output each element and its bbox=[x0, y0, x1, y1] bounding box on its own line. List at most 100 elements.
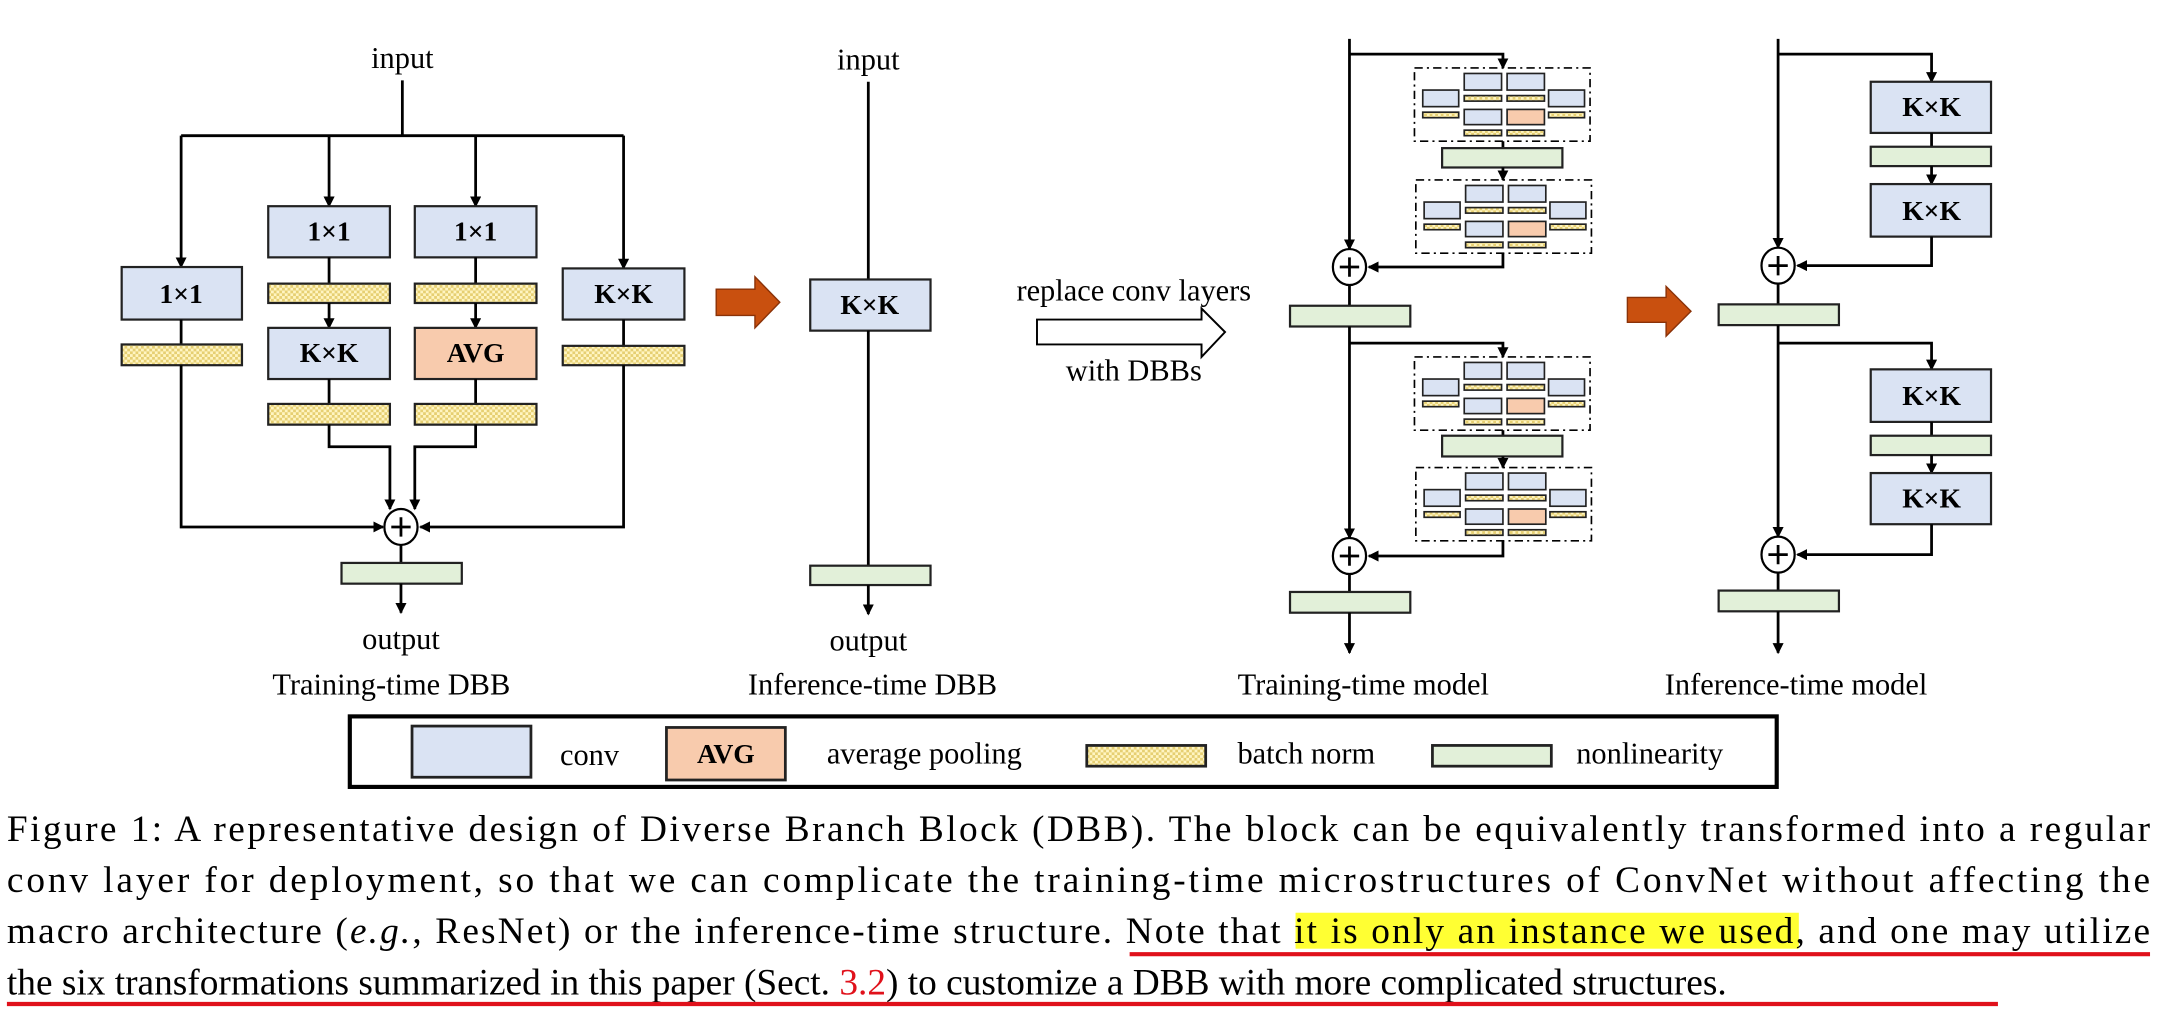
mini-batch-norm-box bbox=[1507, 241, 1547, 249]
arrow bbox=[1367, 253, 1505, 273]
mini-conv-box bbox=[1507, 184, 1547, 203]
batch-norm-box bbox=[267, 282, 392, 305]
conv-label: K×K bbox=[1902, 380, 1961, 411]
conv-box bbox=[413, 205, 538, 259]
arrow bbox=[1796, 524, 1933, 561]
batch-norm-box bbox=[561, 344, 686, 367]
mini-conv-box bbox=[1464, 508, 1504, 526]
training-model-title: Training-time model bbox=[1238, 668, 1489, 702]
mini-conv-box bbox=[1549, 201, 1587, 220]
mini-conv-box bbox=[1547, 89, 1586, 108]
conv-label: 1×1 bbox=[159, 278, 202, 309]
mini-batch-norm-box bbox=[1506, 383, 1546, 391]
caption-text: macro architecture ( bbox=[7, 911, 348, 952]
conv-label: K×K bbox=[300, 337, 359, 368]
caption-highlighted: it is only an instance we used, bbox=[1294, 911, 1805, 952]
nonlinearity-box bbox=[1288, 590, 1412, 614]
mini-conv-box bbox=[1549, 488, 1587, 508]
caption-text: the six transformations summarized in th… bbox=[7, 962, 839, 1003]
mini-batch-norm-box bbox=[1506, 129, 1546, 137]
arrow bbox=[418, 365, 625, 533]
arrow bbox=[179, 365, 385, 533]
mini-batch-norm-box bbox=[1464, 528, 1504, 537]
connector-line bbox=[1339, 546, 1360, 566]
arrow bbox=[1796, 236, 1933, 272]
conv-box bbox=[1869, 471, 1993, 526]
avg-label: AVG bbox=[447, 337, 505, 368]
output-label: output bbox=[362, 622, 440, 656]
mini-batch-norm-box bbox=[1507, 494, 1547, 502]
caption-italic: e.g. bbox=[350, 911, 410, 952]
arrow bbox=[1367, 540, 1505, 562]
caption-text: Note that bbox=[1126, 911, 1292, 952]
hollow-arrow-icon bbox=[1036, 306, 1227, 360]
batch-norm-box bbox=[413, 402, 538, 426]
legend-nonlin-label: nonlinearity bbox=[1576, 737, 1724, 771]
transform-arrow-icon bbox=[715, 275, 781, 330]
connector-line bbox=[1339, 257, 1360, 277]
mini-avg-pool-box bbox=[1506, 397, 1546, 415]
conv-label: K×K bbox=[1902, 482, 1961, 513]
conv-label: K×K bbox=[1902, 195, 1961, 226]
mini-batch-norm-box bbox=[1464, 494, 1504, 502]
mini-batch-norm-box bbox=[1463, 418, 1503, 426]
mini-batch-norm-box bbox=[1507, 528, 1547, 537]
connector-line bbox=[181, 80, 624, 138]
mini-conv-box bbox=[1463, 397, 1503, 415]
arrow bbox=[327, 424, 396, 511]
arrow bbox=[409, 424, 478, 511]
conv-label: K×K bbox=[594, 278, 653, 309]
legend-conv-swatch bbox=[410, 724, 533, 779]
conv-label: K×K bbox=[840, 289, 899, 320]
caption-line-2: conv layer for deployment, so that we ca… bbox=[7, 860, 2150, 901]
mini-conv-box bbox=[1506, 361, 1546, 380]
mini-conv-box bbox=[1507, 472, 1547, 491]
legend-avg-swatch-label: AVG bbox=[697, 738, 755, 769]
section-ref-link[interactable]: 3.2 bbox=[839, 962, 886, 1003]
mini-batch-norm-box bbox=[1464, 241, 1504, 249]
mini-batch-norm-box bbox=[1423, 510, 1461, 519]
caption-text: , ResNet) or the inference-time structur… bbox=[412, 911, 1123, 952]
mini-conv-box bbox=[1547, 378, 1586, 397]
connector-line bbox=[1768, 544, 1788, 565]
conv-box bbox=[1869, 182, 1993, 238]
conv-box bbox=[1869, 80, 1993, 135]
with-dbbs-label: with DBBs bbox=[1066, 354, 1202, 388]
mini-batch-norm-box bbox=[1463, 383, 1503, 391]
replace-label: replace conv layers bbox=[1016, 274, 1251, 308]
mini-avg-pool-box bbox=[1507, 220, 1547, 238]
mini-batch-norm-box bbox=[1463, 129, 1503, 137]
caption-line-1: Figure 1: A representative design of Div… bbox=[7, 809, 2151, 850]
caption-line-4: the six transformations summarized in th… bbox=[7, 962, 1727, 1003]
caption-text: and one may utilize bbox=[1807, 911, 2150, 952]
mini-batch-norm-box bbox=[1549, 223, 1587, 231]
output-label: output bbox=[829, 623, 907, 657]
highlight bbox=[1295, 912, 1799, 949]
caption-text: ) to customize a DBB with more complicat… bbox=[886, 962, 1727, 1003]
input-label: input bbox=[837, 43, 900, 77]
nonlinearity-box bbox=[1869, 145, 1993, 168]
legend-nonlin-swatch bbox=[1431, 744, 1553, 768]
caption-line-3: macro architecture (e.g., ResNet) or the… bbox=[7, 911, 2150, 952]
mini-conv-box bbox=[1506, 72, 1546, 91]
inference-dbb-title: Inference-time DBB bbox=[748, 668, 997, 702]
mini-batch-norm-box bbox=[1506, 418, 1546, 426]
mini-batch-norm-box bbox=[1547, 400, 1586, 408]
batch-norm-box bbox=[413, 282, 538, 305]
conv-label: K×K bbox=[1902, 91, 1961, 122]
nonlinearity-box bbox=[1441, 434, 1564, 458]
connector-line bbox=[391, 517, 411, 537]
nonlinearity-box bbox=[340, 561, 463, 585]
mini-avg-pool-box bbox=[1507, 508, 1547, 526]
arrow bbox=[1349, 341, 1509, 359]
connector-line bbox=[1768, 255, 1788, 276]
mini-batch-norm-box bbox=[1549, 510, 1587, 519]
legend-bn-swatch bbox=[1085, 744, 1208, 768]
mini-avg-pool-box bbox=[1506, 108, 1546, 126]
conv-box bbox=[809, 278, 932, 332]
input-label: input bbox=[371, 41, 434, 75]
mini-batch-norm-box bbox=[1464, 206, 1504, 214]
mini-batch-norm-box bbox=[1463, 94, 1503, 102]
conv-box bbox=[1869, 368, 1993, 423]
